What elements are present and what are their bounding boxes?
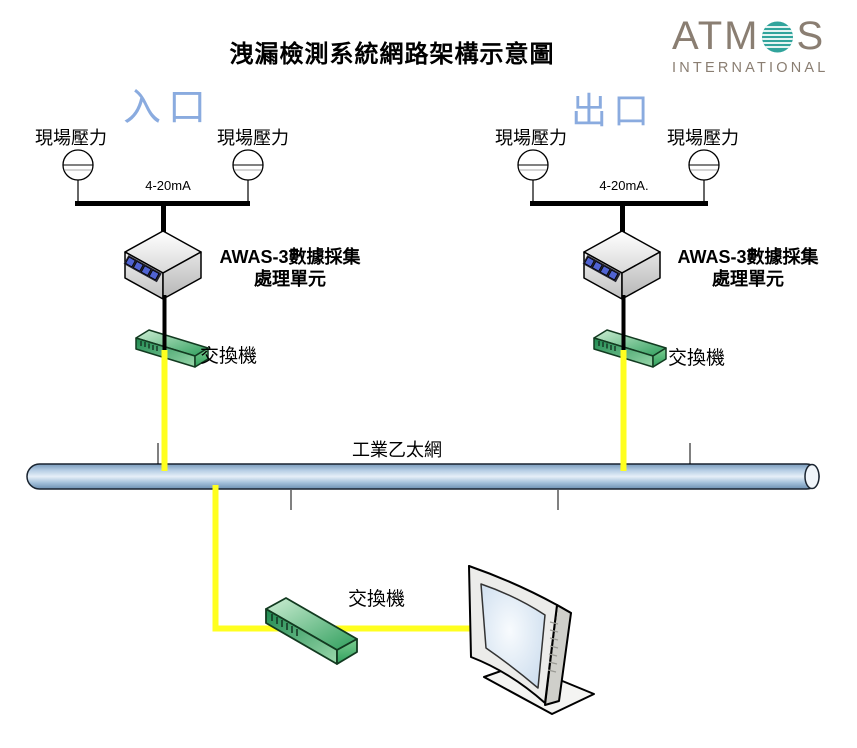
pressure-gauge-icon (688, 149, 720, 203)
pressure-gauge-icon (62, 149, 94, 203)
field-pressure-label: 現場壓力 (667, 128, 739, 148)
awas-unit-label-line1: AWAS-3數據採集 (677, 247, 819, 267)
awas-unit-label: AWAS-3數據採集 處理單元 (204, 246, 376, 290)
inlet-section-label: 入口 (123, 87, 214, 129)
pressure-gauge-icon (232, 149, 264, 203)
monitor-icon (468, 565, 595, 715)
signal-4-20ma-label: 4-20mA. (599, 178, 649, 193)
logo-text-s: S (796, 14, 826, 58)
atmos-wordmark: ATM S (672, 14, 829, 59)
switch-icon (265, 597, 358, 665)
logo-subtitle: INTERNATIONAL (672, 60, 829, 76)
atmos-logo: ATM S INTERNATIONAL (672, 14, 829, 76)
awas-unit-label: AWAS-3數據採集 處理單元 (662, 246, 834, 290)
atmos-globe-icon (762, 21, 794, 52)
switch-label: 交換機 (348, 589, 406, 610)
awas-unit-icon (582, 230, 661, 300)
page-title: 洩漏檢測系統網路架構示意圖 (229, 42, 555, 68)
field-pressure-label: 現場壓力 (495, 128, 567, 148)
field-pressure-label: 現場壓力 (217, 128, 289, 148)
awas-unit-label-line2: 處理單元 (254, 269, 326, 289)
pipe-tick-marks (157, 443, 691, 510)
pressure-gauge-icon (517, 149, 549, 203)
awas-unit-label-line2: 處理單元 (712, 269, 784, 289)
switch-icon (135, 329, 209, 368)
outlet-sensor-branch (517, 149, 720, 242)
field-pressure-label: 現場壓力 (35, 128, 107, 148)
switch-label: 交換機 (200, 346, 258, 367)
outlet-section-label: 出口 (571, 91, 656, 131)
switch-icon (593, 329, 667, 368)
signal-4-20ma-label: 4-20mA (145, 178, 191, 193)
awas-unit-label-line1: AWAS-3數據採集 (219, 247, 361, 267)
industrial-ethernet-label: 工業乙太網 (352, 440, 442, 460)
inlet-sensor-branch (62, 149, 264, 242)
awas-unit-icon (123, 230, 202, 300)
switch-label: 交換機 (668, 348, 726, 369)
ethernet-cable (212, 485, 486, 632)
logo-text-atm: ATM (672, 14, 760, 58)
